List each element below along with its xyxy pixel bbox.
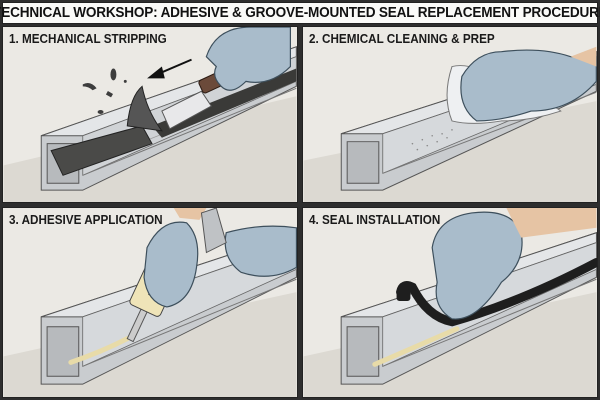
panel-label: 3. ADHESIVE APPLICATION bbox=[9, 212, 163, 227]
glove-icon bbox=[460, 46, 597, 122]
adhesive-application-illustration: MARINE-GRADE CONTACT ADHESIVE bbox=[3, 208, 297, 397]
applicator-gun-icon bbox=[200, 208, 227, 254]
residue-icon bbox=[411, 129, 453, 151]
title-bar: TECHNICAL WORKSHOP: ADHESIVE & GROOVE-MO… bbox=[0, 2, 600, 24]
old-seal-icon bbox=[50, 68, 297, 176]
chemical-cleaning-illustration bbox=[303, 46, 597, 202]
adhesive-bead-icon bbox=[372, 326, 460, 367]
adhesive-bead-icon bbox=[68, 336, 130, 365]
debris-icon bbox=[82, 68, 127, 115]
arrow-left-icon bbox=[147, 58, 192, 79]
panel-adhesive-application: 3. ADHESIVE APPLICATION MARINE-GRADE CON… bbox=[2, 207, 298, 398]
glove-icon bbox=[205, 27, 291, 91]
panel-label: 1. MECHANICAL STRIPPING bbox=[9, 31, 167, 46]
panel-label: 4. SEAL INSTALLATION bbox=[309, 212, 441, 227]
rubber-seal-icon bbox=[396, 257, 597, 327]
panel-label: 2. CHEMICAL CLEANING & PREP bbox=[309, 31, 495, 46]
glove-icon bbox=[143, 208, 297, 308]
mechanical-stripping-illustration bbox=[3, 27, 297, 202]
panel-chemical-cleaning: 2. CHEMICAL CLEANING & PREP bbox=[302, 26, 598, 203]
page-title: TECHNICAL WORKSHOP: ADHESIVE & GROOVE-MO… bbox=[0, 5, 600, 21]
panel-mechanical-stripping: 1. MECHANICAL STRIPPING bbox=[2, 26, 298, 203]
glove-icon bbox=[431, 208, 597, 320]
panel-seal-installation: 4. SEAL INSTALLATION bbox=[302, 207, 598, 398]
seal-installation-illustration bbox=[303, 208, 597, 397]
